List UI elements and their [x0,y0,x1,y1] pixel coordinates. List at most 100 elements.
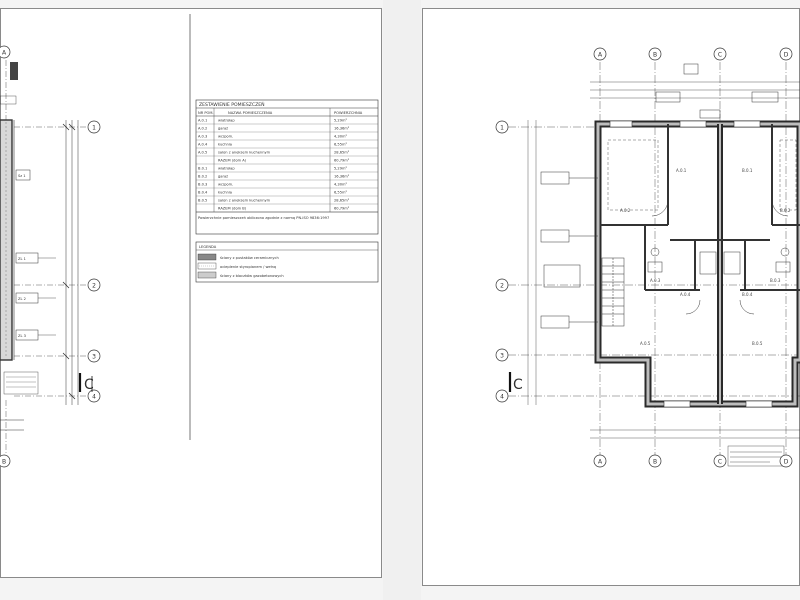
table-cell-nr: A.0.4 [198,143,208,147]
sheet-gutter [383,0,421,600]
svg-text:3: 3 [500,353,504,360]
axis-left-3: 3 [495,348,509,362]
room-table: ZESTAWIENIE POMIESZCZEŃ NR POM. NAZWA PO… [195,99,379,235]
svg-text:ZL 3: ZL 3 [18,334,26,338]
table-row: RAZEM (dom A) 60,79m² [196,159,378,165]
room-table-header-area: POWIERZCHNIA [334,111,363,115]
table-cell-name: RAZEM (dom A) [218,159,247,163]
right-plan [508,62,800,467]
table-cell-area: 60,79m² [334,159,350,163]
axis-bottom-A: A [593,454,607,468]
table-cell-area: 16,36m² [334,127,350,131]
table-row: A.0.5 salon z aneksem kuchennym 28,65m² [196,151,378,157]
left-axis-bubble-top: A [0,45,11,59]
axis-top-B: B [648,47,662,61]
table-cell-name: kuchnia [218,191,232,195]
svg-text:C: C [84,377,94,393]
room-table-header-nr: NR POM. [198,111,214,115]
drawing-sheet-right [422,8,800,586]
axis-bottom-D: D [779,454,793,468]
room-label-A03: A.0.3 [650,278,661,283]
table-row: B.0.3 wc/pom. 4,30m² [196,183,378,189]
axis-left-4: 4 [495,389,509,403]
right-axis-bubbles: A B C D A B C D [495,47,793,468]
svg-text:B: B [653,459,657,466]
svg-text:2: 2 [92,283,96,290]
table-cell-name: wiatrołap [218,119,235,123]
table-cell-name: garaż [218,127,228,131]
table-cell-area: 28,65m² [334,151,350,155]
table-cell-name: wc/pom. [218,183,233,187]
axis-left-2: 2 [495,278,509,292]
left-section-mark: C [78,373,94,393]
table-cell-name: garaż [218,175,228,179]
table-cell-nr: B.0.3 [198,183,207,187]
svg-text:C: C [513,377,523,393]
left-axis-bubble-4: 4 [87,389,101,403]
table-cell-area: 6,55m² [334,191,348,195]
axis-top-C: C [713,47,727,61]
table-cell-nr: A.0.1 [198,119,207,123]
table-cell-nr: A.0.5 [198,151,207,155]
svg-text:1: 1 [500,125,504,132]
table-cell-area: 60,79m² [334,207,350,211]
room-label-A04: A.0.4 [680,292,691,297]
room-label-B04: B.0.4 [742,292,753,297]
table-cell-area: 4,30m² [334,135,348,139]
svg-text:A: A [598,459,603,466]
svg-text:1: 1 [92,125,96,132]
table-cell-nr: A.0.3 [198,135,207,139]
svg-text:Sz 1: Sz 1 [18,174,26,178]
room-table-note: Powierzchnie pomieszczeń obliczono zgodn… [198,216,329,220]
svg-text:ocieplenie styropianem / wełną: ocieplenie styropianem / wełną [220,265,277,269]
axis-top-D: D [779,47,793,61]
table-row: RAZEM (dom B) 60,79m² [196,207,378,213]
table-cell-name: salon z aneksem kuchennym [218,151,271,155]
table-cell-name: RAZEM (dom B) [218,207,247,211]
svg-text:C: C [718,52,722,59]
table-cell-name: salon z aneksem kuchennym [218,199,271,203]
room-label-B01: B.0.1 [742,168,753,173]
svg-text:ściany z bloczków gazobetonowy: ściany z bloczków gazobetonowych [220,274,284,278]
axis-left-1: 1 [495,120,509,134]
right-room-labels: A.0.1 A.0.2 A.0.3 A.0.4 A.0.5 B.0.1 B.0.… [620,168,791,346]
room-table-header-name: NAZWA POMIESZCZENIA [228,111,273,115]
legend-title: LEGENDA [199,245,217,249]
svg-text:ZL 1: ZL 1 [18,257,26,261]
legend-item-2: ocieplenie styropianem / wełną [197,262,277,270]
table-cell-area: 5,29m² [334,119,348,123]
legend: LEGENDA ściany z pustaków ceramicznych o… [195,241,379,283]
table-cell-name: wc/pom. [218,135,233,139]
table-cell-area: 4,30m² [334,183,348,187]
axis-bottom-C: C [713,454,727,468]
svg-text:4: 4 [92,394,96,401]
svg-text:C: C [718,459,722,466]
table-cell-nr: B.0.1 [198,167,207,171]
table-cell-name: kuchnia [218,143,232,147]
table-cell-nr: B.0.4 [198,191,208,195]
table-cell-area: 16,36m² [334,175,350,179]
legend-item-3: ściany z bloczków gazobetonowych [197,271,284,279]
svg-text:B: B [2,459,6,466]
left-axis-bubble-1: 1 [87,120,101,134]
svg-text:4: 4 [500,394,504,401]
axis-top-A: A [593,47,607,61]
svg-text:D: D [784,52,789,59]
table-cell-nr: B.0.5 [198,199,207,203]
svg-text:2: 2 [500,283,504,290]
svg-text:ZL 2: ZL 2 [18,297,26,301]
axis-bottom-B: B [648,454,662,468]
left-plan [0,60,88,455]
table-cell-area: 5,29m² [334,167,348,171]
room-label-B03: B.0.3 [770,278,781,283]
left-axis-bubble-2: 2 [87,278,101,292]
left-callout-labels: Sz 1 ZL 1 ZL 2 ZL 3 [18,174,26,338]
room-label-A05: A.0.5 [640,341,651,346]
left-axis-bubbles: 1 2 3 4 A B [0,45,101,468]
table-cell-nr: B.0.2 [198,175,207,179]
